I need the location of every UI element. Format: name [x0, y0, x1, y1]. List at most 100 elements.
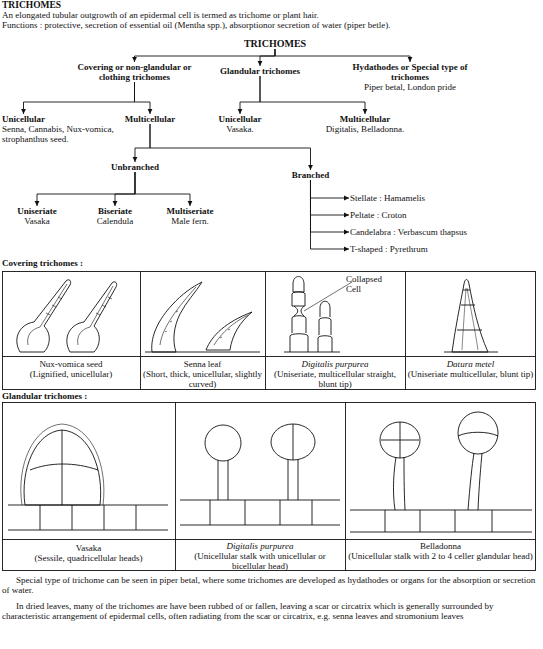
tree-connector [135, 82, 153, 114]
tree-connector [238, 76, 260, 114]
node-heading: Unicellular [2, 114, 45, 124]
connector-line [275, 49, 410, 62]
node-heading: Multiseriate [167, 206, 214, 216]
diagram-title: TRICHOMES [2, 0, 61, 10]
node-heading: T-shaped : Pyrethrum [350, 244, 428, 254]
cell-caption-note: (Sessile, quadricellular heads) [2, 553, 175, 563]
type-label: MulticellularDigitalis, Belladonna. [315, 114, 415, 134]
connector-line [135, 172, 190, 206]
connector-line [260, 49, 275, 66]
cell-caption-name: Nux-vomica seed [2, 359, 140, 369]
arrow-head [344, 230, 349, 235]
node-heading: Covering or non-glandular or clothing tr… [72, 62, 197, 82]
section-heading: Glandular trichomes : [2, 391, 202, 401]
epidermis-cells [350, 510, 532, 532]
seriate-label: MultiseriateMale fern. [158, 206, 222, 226]
tree-connector [258, 49, 275, 66]
cell-caption-note: (Uniseriate, multicellular straight, blu… [267, 369, 403, 389]
note-paragraph: In dried leaves, many of the trichomes a… [2, 601, 538, 621]
tree-connector [35, 172, 135, 206]
connector-line [260, 76, 365, 114]
epidermis-cells [8, 505, 168, 530]
table-frame [3, 403, 536, 571]
cell-caption-name: Vasaka [2, 543, 175, 553]
arrow-head [188, 201, 193, 206]
tree-connector [150, 124, 313, 170]
node-heading: TRICHOMES [244, 38, 306, 49]
cell-caption-name: Belladonna [345, 541, 536, 551]
arrow-head [133, 157, 138, 162]
tree-connector [310, 180, 349, 251]
type-label: UnicellularVasaka. [210, 114, 270, 134]
category-heading: Hydathodes or Special type of trichomesP… [345, 62, 475, 92]
vasaka-gland-head [24, 430, 101, 505]
node-heading: Candelabra : Verbascum thapsus [350, 227, 467, 237]
branch-label: Branched [283, 170, 338, 180]
connector-line [24, 82, 135, 114]
branched-type: Stellate : Hamamelis [350, 193, 530, 203]
cell-caption-note: (Uniseriate multicellular, blunt tip) [407, 369, 534, 379]
cell-caption-note: (Lignified, unicellular) [2, 369, 140, 379]
connector-line [240, 76, 260, 114]
datura-lumen [462, 288, 478, 350]
connector-line [135, 82, 151, 114]
note-paragraph: Special type of trichome can be seen in … [2, 575, 538, 595]
branch-label: Unbranched [105, 162, 165, 172]
belladonna-gland-head [380, 422, 420, 458]
senna-hair [145, 282, 260, 352]
arrow-head [238, 109, 243, 114]
arrow-head [35, 201, 40, 206]
node-heading: Uniseriate [17, 206, 57, 216]
connector-line [150, 124, 310, 170]
digitalis-gland-stalk [218, 424, 298, 500]
illustration-group [3, 272, 536, 571]
tree-connector [135, 172, 192, 206]
tree-connector [133, 124, 150, 162]
arrow-head [21, 109, 26, 114]
tree-connector [310, 180, 349, 217]
cell-caption-name: Datura metel [405, 359, 536, 369]
node-heading: Biseriate [98, 206, 132, 216]
connector-line [310, 180, 349, 232]
node-heading: Multicellular [340, 114, 391, 124]
arrow-head [363, 109, 368, 114]
nux-vomica-lumen [28, 284, 113, 345]
root-heading: TRICHOMES [225, 38, 325, 49]
type-label: UnicellularSenna, Cannabis, Nux-vomica, … [2, 114, 132, 144]
digitalis-gland-head [205, 425, 241, 461]
cell-caption-note: (Unicellular stalk with unicellular or b… [177, 551, 343, 571]
digitalis-covering-hair [284, 277, 340, 353]
branched-type: Peltate : Croton [350, 210, 530, 220]
node-heading: Stellate : Hamamelis [350, 193, 425, 203]
belladonna-gland-stalk [381, 422, 498, 510]
leader-line [304, 282, 352, 311]
tree-connector [310, 180, 349, 234]
tree-connector [260, 76, 367, 114]
datura-hair [444, 280, 498, 353]
connector-line [115, 172, 135, 206]
section-heading: Covering trichomes : [2, 258, 202, 268]
cell-caption-note: (Unicellular stalk with 2 to 4 celler gl… [347, 551, 534, 561]
epidermis-cells [180, 500, 340, 525]
cell-caption-name: Senna leaf [140, 359, 265, 369]
node-body: Vasaka. [210, 124, 270, 134]
seriate-label: BiseriateCalendula [88, 206, 142, 226]
node-heading: Unbranched [111, 162, 159, 172]
node-heading: Unicellular [219, 114, 262, 124]
node-body: Calendula [88, 216, 142, 226]
category-heading: Covering or non-glandular or clothing tr… [72, 62, 197, 82]
branched-type: Candelabra : Verbascum thapsus [350, 227, 530, 237]
arrow-head [408, 57, 413, 62]
connector-line [310, 180, 349, 249]
tree-connector [21, 82, 134, 114]
arrow-head [344, 196, 349, 201]
cell-caption-name: Digitalis purpurea [265, 359, 405, 369]
table-grid [3, 403, 536, 571]
node-body: Senna, Cannabis, Nux-vomica, strophanthu… [2, 124, 132, 144]
arrow-head [258, 61, 263, 66]
tree-connector [113, 172, 135, 206]
node-body: Digitalis, Belladonna. [315, 124, 415, 134]
node-heading: Multicellular [125, 114, 176, 124]
tree-connector [310, 180, 349, 200]
